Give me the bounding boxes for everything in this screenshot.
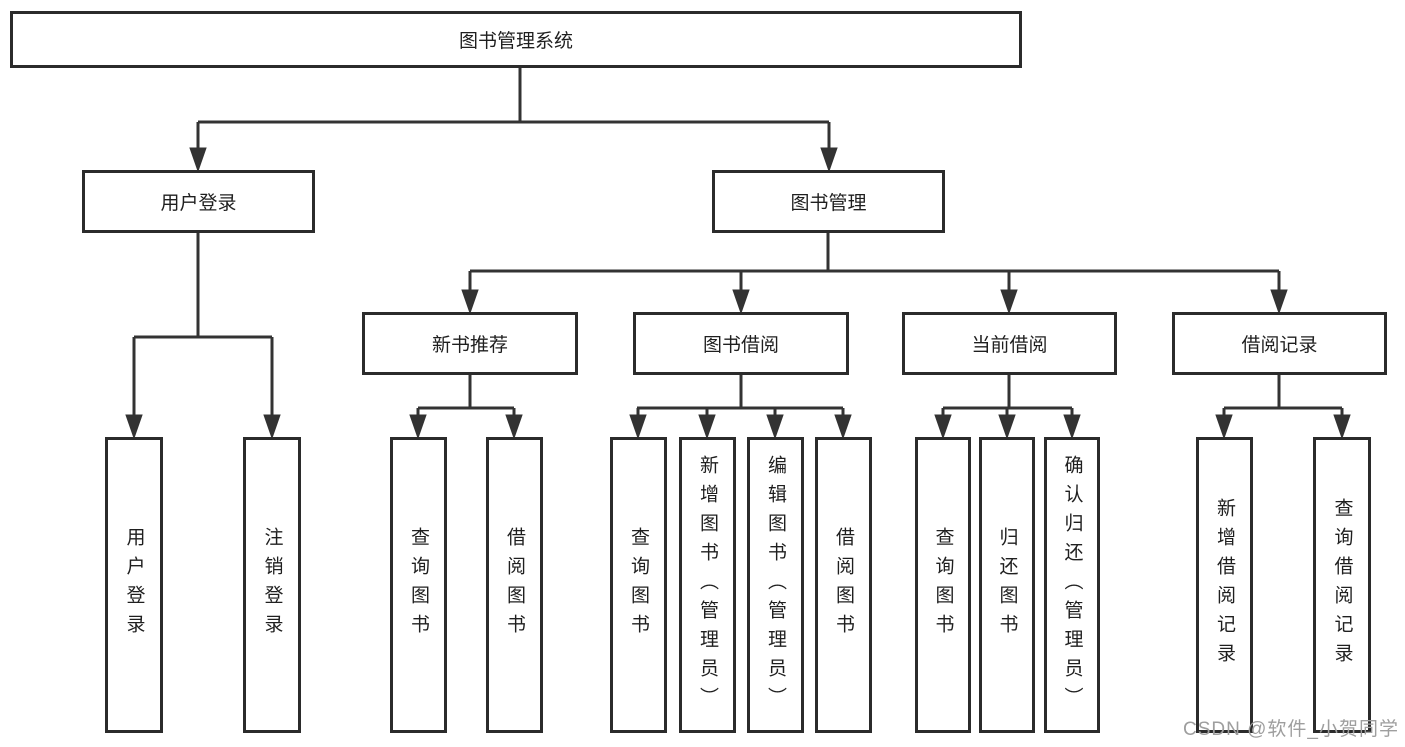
leaf-user-login: 用户登录	[105, 437, 163, 733]
csdn-watermark: CSDN @软件_小贺同学	[1183, 719, 1399, 740]
node-borrowing-records-label: 借阅记录	[1241, 335, 1318, 356]
leaf-borrowing-edit-books-admin-label: 编辑图书（管理员）	[765, 454, 786, 716]
node-book-management-label: 图书管理	[790, 193, 867, 214]
leaf-records-add-record: 新增借阅记录	[1196, 437, 1253, 733]
node-new-book-recommend: 新书推荐	[362, 312, 578, 375]
node-library-system-label: 图书管理系统	[458, 31, 573, 52]
leaf-borrowing-query-books-label: 查询图书	[628, 527, 649, 643]
leaf-borrowing-borrow-books: 借阅图书	[815, 437, 872, 733]
node-borrowing-records: 借阅记录	[1172, 312, 1387, 375]
node-library-system: 图书管理系统	[10, 11, 1022, 68]
leaf-logout: 注销登录	[243, 437, 301, 733]
node-user-login-label: 用户登录	[160, 193, 237, 214]
node-book-management: 图书管理	[712, 170, 945, 233]
leaf-borrowing-borrow-books-label: 借阅图书	[833, 527, 854, 643]
leaf-logout-label: 注销登录	[261, 527, 283, 643]
leaf-current-query-books: 查询图书	[915, 437, 971, 733]
node-new-book-recommend-label: 新书推荐	[431, 335, 508, 356]
leaf-borrowing-add-books-admin: 新增图书（管理员）	[679, 437, 736, 733]
leaf-newbook-borrow-books-label: 借阅图书	[504, 527, 525, 643]
leaf-current-return-books: 归还图书	[979, 437, 1035, 733]
leaf-newbook-borrow-books: 借阅图书	[486, 437, 543, 733]
node-current-borrowing: 当前借阅	[902, 312, 1117, 375]
leaf-current-confirm-return-admin: 确认归还（管理员）	[1044, 437, 1100, 733]
leaf-newbook-query-books-label: 查询图书	[408, 527, 429, 643]
node-book-borrowing-label: 图书借阅	[702, 335, 779, 356]
leaf-borrowing-edit-books-admin: 编辑图书（管理员）	[747, 437, 804, 733]
leaf-current-confirm-return-admin-label: 确认归还（管理员）	[1061, 454, 1083, 716]
node-user-login: 用户登录	[82, 170, 315, 233]
node-current-borrowing-label: 当前借阅	[971, 335, 1048, 356]
leaf-records-query-record-label: 查询借阅记录	[1331, 498, 1353, 672]
leaf-user-login-label: 用户登录	[123, 527, 145, 643]
node-book-borrowing: 图书借阅	[633, 312, 849, 375]
leaf-records-query-record: 查询借阅记录	[1313, 437, 1371, 733]
leaf-current-query-books-label: 查询图书	[932, 527, 954, 643]
leaf-current-return-books-label: 归还图书	[996, 527, 1018, 643]
leaf-newbook-query-books: 查询图书	[390, 437, 447, 733]
leaf-borrowing-add-books-admin-label: 新增图书（管理员）	[697, 454, 718, 716]
leaf-records-add-record-label: 新增借阅记录	[1214, 498, 1235, 672]
leaf-borrowing-query-books: 查询图书	[610, 437, 667, 733]
